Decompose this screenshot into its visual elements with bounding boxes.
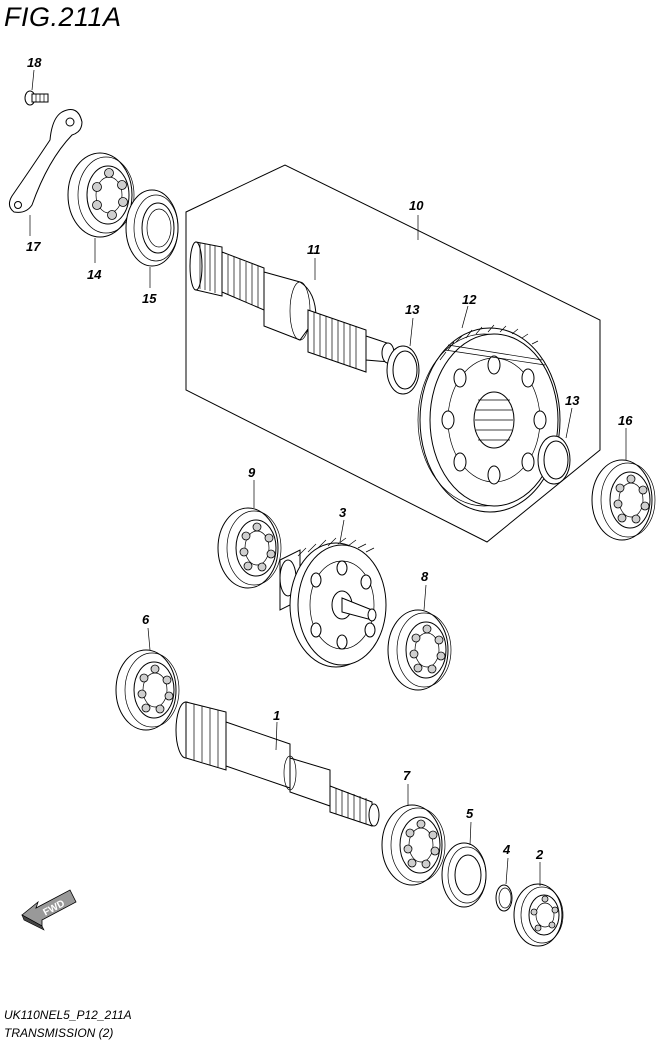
fwd-arrow-icon — [21, 889, 77, 931]
screw-18 — [24, 90, 49, 106]
leader-6 — [147, 627, 151, 651]
callout-13-upper: 13 — [405, 302, 420, 317]
bearing-16 — [591, 459, 656, 541]
callout-3: 3 — [339, 505, 347, 520]
callout-16: 16 — [618, 413, 633, 428]
bearing-8 — [387, 609, 452, 691]
plate-17 — [8, 109, 83, 213]
oil-seal-5 — [441, 842, 487, 908]
leader-4 — [505, 857, 509, 885]
callout-6: 6 — [142, 612, 150, 627]
leader-18 — [31, 69, 35, 91]
callout-2: 2 — [536, 847, 544, 862]
figure-title: FIG.211A — [4, 2, 122, 32]
footer-caption: TRANSMISSION (2) — [4, 1026, 114, 1040]
footer-code: UK110NEL5_P12_211A — [4, 1008, 132, 1022]
bearing-2 — [513, 883, 564, 947]
callout-18: 18 — [27, 55, 42, 70]
circlip-13-upper — [386, 345, 420, 395]
leader-13-lower — [565, 407, 573, 439]
shaft-1 — [175, 701, 380, 827]
assembly-box-10 — [185, 164, 601, 543]
leader-13-upper — [409, 317, 414, 347]
callout-1: 1 — [273, 708, 281, 723]
o-ring-4 — [495, 884, 513, 912]
callout-4: 4 — [503, 842, 511, 857]
circlip-13-lower — [537, 435, 571, 485]
callout-12: 12 — [462, 292, 477, 307]
leader-8 — [423, 584, 427, 611]
oil-seal-15 — [125, 189, 179, 267]
leader-1 — [275, 721, 278, 751]
bearing-9 — [217, 507, 282, 589]
callout-7: 7 — [403, 768, 411, 783]
bearing-7 — [381, 804, 446, 886]
bearing-6 — [115, 649, 180, 731]
leader-5 — [469, 821, 472, 846]
callout-8: 8 — [421, 569, 429, 584]
callout-17: 17 — [26, 239, 41, 254]
callout-10: 10 — [409, 198, 424, 213]
callout-9: 9 — [248, 465, 256, 480]
leader-3 — [339, 519, 345, 543]
gear-12 — [417, 324, 561, 513]
gear-3 — [279, 537, 387, 668]
leader-12 — [461, 305, 469, 329]
shaft-11 — [189, 241, 395, 373]
fwd-label: FWD — [41, 898, 66, 918]
callout-15: 15 — [142, 291, 157, 306]
bearing-14 — [67, 152, 135, 238]
callout-11: 11 — [307, 242, 321, 257]
callout-13-lower: 13 — [565, 393, 580, 408]
callout-5: 5 — [466, 806, 474, 821]
callout-14: 14 — [87, 267, 102, 282]
